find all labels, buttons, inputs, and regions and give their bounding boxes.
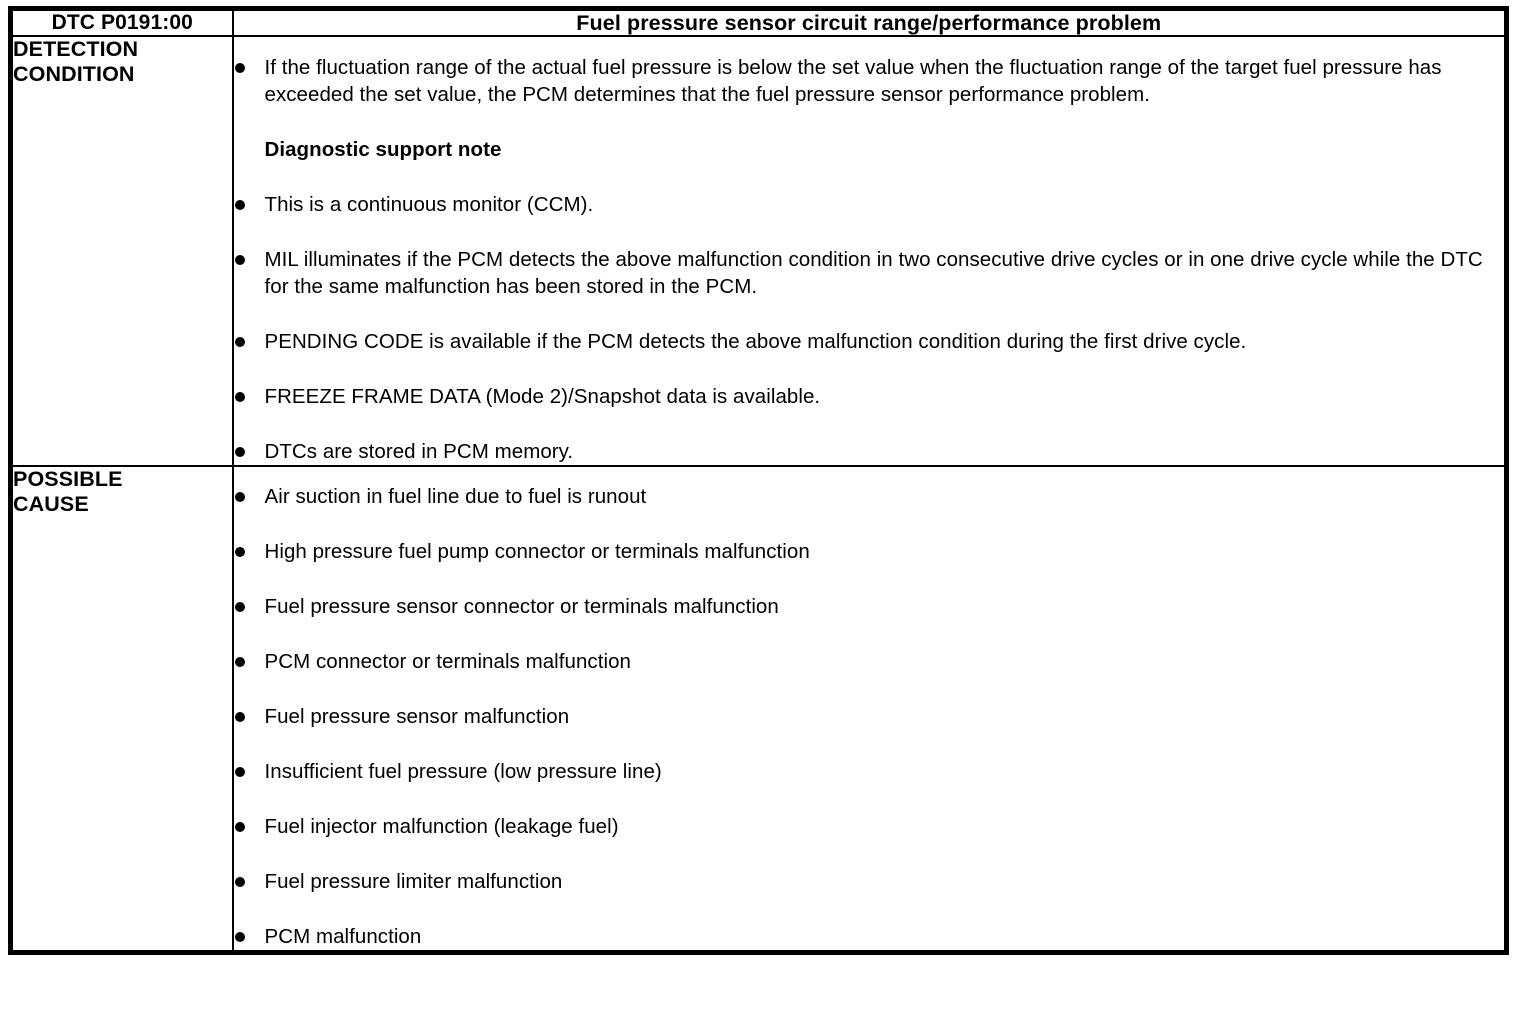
bullet-icon (234, 337, 245, 347)
bullet-icon (234, 547, 245, 557)
list-item: This is a continuous monitor (CCM). (234, 191, 1505, 218)
list-item: DTCs are stored in PCM memory. (234, 438, 1505, 465)
list-item: PCM connector or terminals malfunction (234, 648, 1505, 675)
bullet-icon (234, 63, 245, 73)
list-item-text: High pressure fuel pump connector or ter… (264, 540, 810, 563)
detection-condition-content: If the fluctuation range of the actual f… (231, 35, 1508, 467)
list-item-text: Fuel pressure sensor malfunction (264, 705, 570, 728)
diagnostic-support-note-list: This is a continuous monitor (CCM). MIL … (234, 191, 1505, 465)
dtc-title-cell: Fuel pressure sensor circuit range/perfo… (231, 7, 1508, 37)
detection-condition-label-line1: DETECTION (13, 37, 139, 61)
bullet-icon (234, 767, 245, 777)
list-item: If the fluctuation range of the actual f… (234, 54, 1505, 108)
list-item-text: PENDING CODE is available if the PCM det… (264, 330, 1247, 353)
bullet-icon (234, 602, 245, 612)
bullet-icon (234, 200, 245, 210)
table-row: DETECTION CONDITION If the fluctuation r… (9, 35, 1508, 467)
possible-cause-list: Air suction in fuel line due to fuel is … (234, 483, 1505, 950)
dtc-code-cell: DTC P0191:00 (9, 7, 234, 37)
detection-condition-list: If the fluctuation range of the actual f… (234, 54, 1505, 108)
list-item-text: This is a continuous monitor (CCM). (264, 193, 594, 216)
list-item-text: If the fluctuation range of the actual f… (264, 56, 1442, 106)
list-item-text: PCM connector or terminals malfunction (264, 650, 631, 673)
possible-cause-label-line1: POSSIBLE (13, 467, 123, 491)
list-item: PENDING CODE is available if the PCM det… (234, 328, 1505, 355)
bullet-icon (234, 822, 245, 832)
list-item: Fuel injector malfunction (leakage fuel) (234, 813, 1505, 840)
list-item-text: DTCs are stored in PCM memory. (264, 440, 574, 463)
list-item-text: PCM malfunction (264, 925, 422, 948)
detection-condition-label-line2: CONDITION (13, 62, 135, 86)
list-item-text: FREEZE FRAME DATA (Mode 2)/Snapshot data… (264, 385, 821, 408)
list-item: Fuel pressure sensor connector or termin… (234, 593, 1505, 620)
list-item: Insufficient fuel pressure (low pressure… (234, 758, 1505, 785)
bullet-icon (234, 877, 245, 887)
bullet-icon (234, 492, 245, 502)
list-item: Fuel pressure limiter malfunction (234, 868, 1505, 895)
list-item: PCM malfunction (234, 923, 1505, 950)
bullet-icon (234, 712, 245, 722)
list-item-text: MIL illuminates if the PCM detects the a… (264, 248, 1483, 298)
bullet-icon (234, 392, 245, 402)
list-item: Air suction in fuel line due to fuel is … (234, 483, 1505, 510)
bullet-icon (234, 932, 245, 942)
detection-condition-label: DETECTION CONDITION (9, 35, 234, 467)
possible-cause-label: POSSIBLE CAUSE (9, 465, 234, 954)
list-item-text: Fuel pressure sensor connector or termin… (264, 595, 779, 618)
list-item: Fuel pressure sensor malfunction (234, 703, 1505, 730)
diagnostic-support-note-heading: Diagnostic support note (264, 138, 502, 161)
list-item-text: Fuel pressure limiter malfunction (264, 870, 563, 893)
possible-cause-content: Air suction in fuel line due to fuel is … (231, 465, 1508, 954)
list-item-text: Fuel injector malfunction (leakage fuel) (264, 815, 619, 838)
table-row: POSSIBLE CAUSE Air suction in fuel line … (9, 465, 1508, 954)
possible-cause-label-line2: CAUSE (13, 492, 89, 516)
bullet-icon (234, 447, 245, 457)
dtc-table: DTC P0191:00 Fuel pressure sensor circui… (8, 6, 1509, 955)
list-item: High pressure fuel pump connector or ter… (234, 538, 1505, 565)
list-item-text: Insufficient fuel pressure (low pressure… (264, 760, 662, 783)
list-item: FREEZE FRAME DATA (Mode 2)/Snapshot data… (234, 383, 1505, 410)
bullet-icon (234, 657, 245, 667)
list-item-text: Air suction in fuel line due to fuel is … (264, 485, 647, 508)
table-header-row: DTC P0191:00 Fuel pressure sensor circui… (9, 7, 1508, 37)
list-item: MIL illuminates if the PCM detects the a… (234, 246, 1505, 300)
bullet-icon (234, 255, 245, 265)
